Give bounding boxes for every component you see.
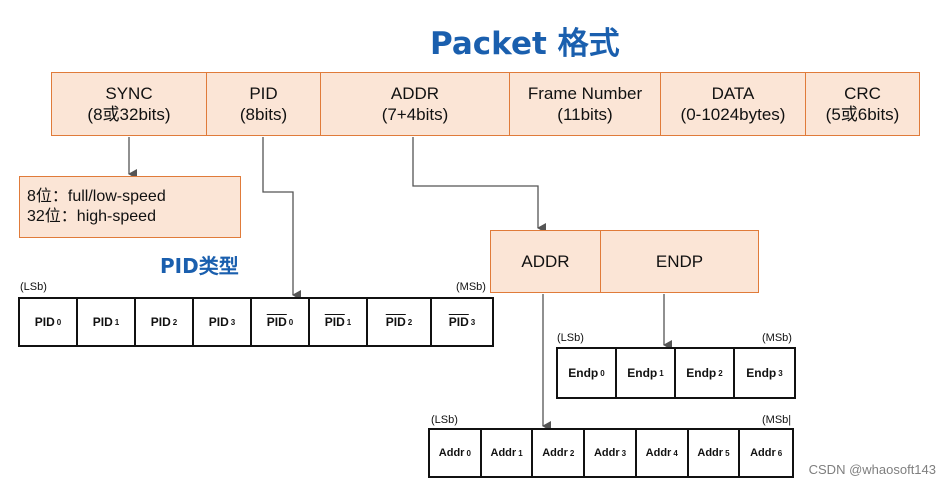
field-size: (7+4bits): [381, 105, 449, 124]
endp-lsb-label: (LSb): [557, 332, 584, 344]
field-name: CRC: [844, 83, 881, 103]
pid-lsb-label: (LSb): [20, 281, 47, 293]
packet-field-sync: SYNC (8或32bits): [51, 72, 206, 136]
field-name: Frame Number: [527, 83, 643, 103]
pid-type-title: PID类型: [160, 254, 239, 278]
packet-field-crc: CRC (5或6bits): [805, 72, 920, 136]
sync-note-line: 8位：full/low-speed: [27, 188, 166, 205]
addr-lsb-label: (LSb): [431, 414, 458, 426]
packet-field-frame-number: Frame Number (11bits): [509, 72, 660, 136]
endp-msb-label: (MSb): [762, 332, 792, 344]
field-name: DATA: [711, 83, 755, 103]
packet-field-pid: PID (8bits): [206, 72, 320, 136]
field-name: ADDR: [390, 83, 440, 103]
page-title: Packet 格式: [430, 26, 620, 62]
endp-subfield: ENDP: [600, 230, 759, 293]
pid-to-type-arrow: [262, 137, 301, 300]
sync-note-box: 8位：full/low-speed 32位：high-speed: [19, 176, 241, 238]
addr-subfield: ADDR: [490, 230, 600, 293]
field-name: PID: [249, 83, 278, 103]
pid-msb-label: (MSb): [456, 281, 486, 293]
addr-msb-label: (MSb|: [762, 414, 792, 426]
field-size: (8bits): [239, 105, 288, 124]
packet-field-data: DATA (0-1024bytes): [660, 72, 805, 136]
field-size: (11bits): [557, 105, 613, 124]
sync-note-line: 32位：high-speed: [27, 208, 156, 225]
addr-to-split-arrow: [412, 137, 546, 233]
field-size: (0-1024bytes): [680, 105, 786, 124]
field-name: SYNC: [105, 83, 153, 103]
watermark: CSDN @whaosoft143: [808, 462, 936, 477]
packet-format-row: SYNC (8或32bits) PID (8bits) ADDR (7+4bit…: [51, 72, 920, 136]
field-size: (8或32bits): [87, 105, 171, 124]
field-size: (5或6bits): [825, 105, 900, 124]
packet-field-addr: ADDR (7+4bits): [320, 72, 509, 136]
addr-endp-split: ADDR ENDP: [490, 230, 759, 293]
